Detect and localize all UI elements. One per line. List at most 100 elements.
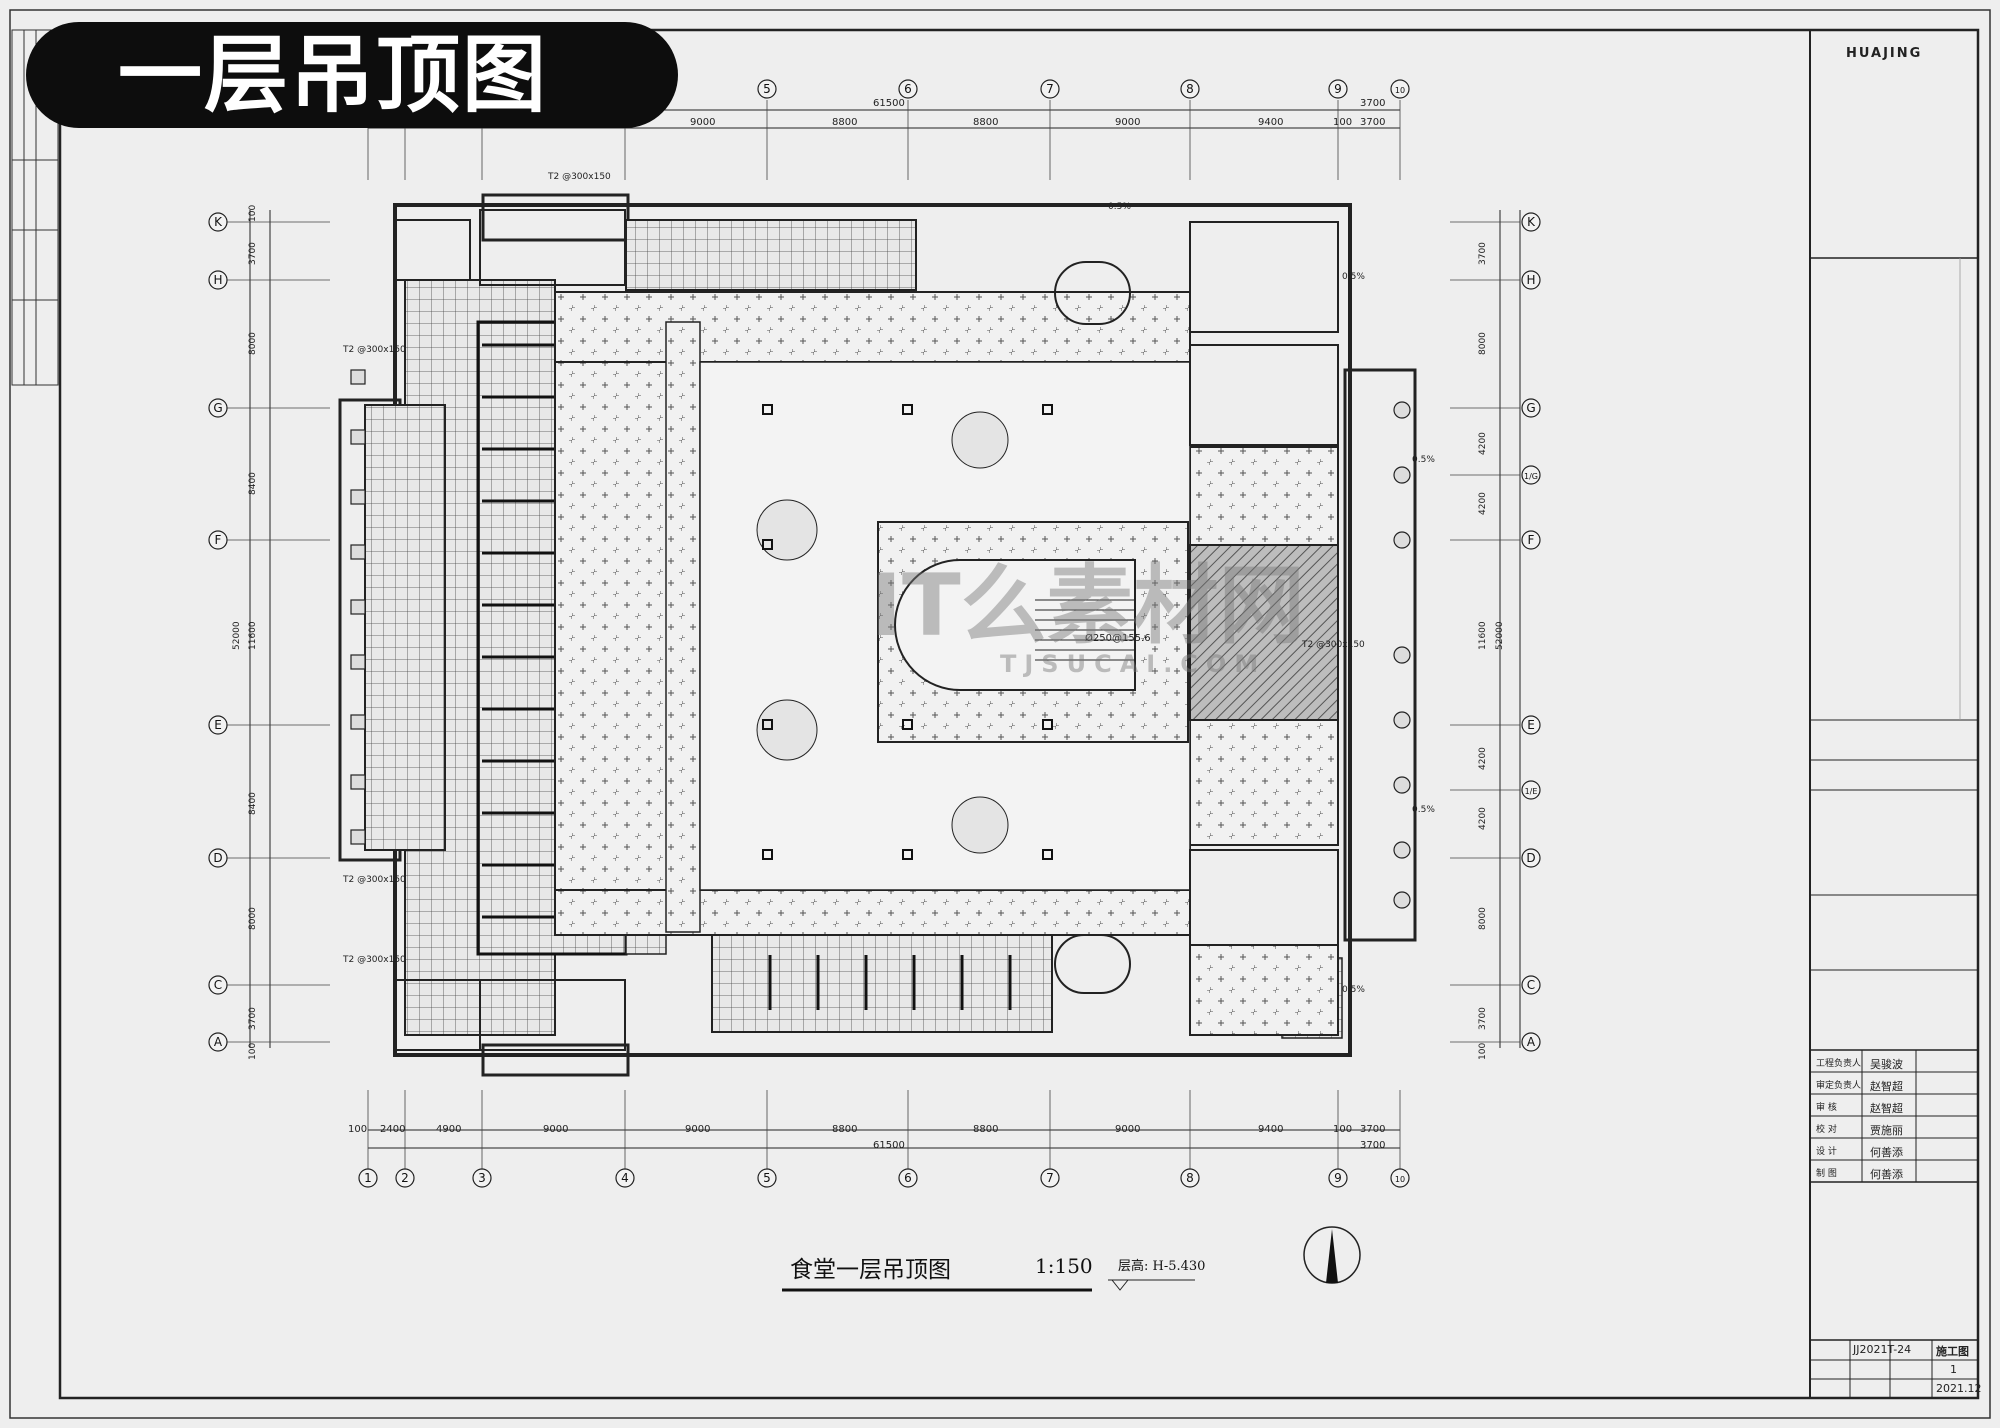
dim-bottom-span: 100: [348, 1124, 368, 1135]
axis-bubble-top-5-label: 5: [763, 82, 771, 96]
ceiling-note-label: Ø250@155.6: [1085, 633, 1151, 644]
axis-bubble-top-6-label: 6: [904, 82, 912, 96]
right-wing-rooms: [394, 209, 1339, 1051]
axis-bubble-bottom-4-label: 4: [621, 1171, 629, 1185]
axis-bubble-left-C: [208, 975, 228, 995]
signature-role-label: 审 核: [1816, 1103, 1837, 1113]
dim-top-right-total: 3700: [1360, 98, 1386, 109]
dim-right: 11600: [1478, 621, 1488, 650]
axis-bubble-bottom-10-label: 10: [1395, 1175, 1405, 1184]
dim-bottom-span: 8800: [832, 1124, 858, 1135]
dim-bottom-total: 61500: [873, 1140, 905, 1151]
axis-bubble-right-1-G-label: 1/G: [1524, 472, 1538, 481]
axis-bubble-top-8: [1180, 79, 1200, 99]
axis-bubble-left-F: [208, 530, 228, 550]
axis-bubble-top-9-label: 9: [1334, 82, 1342, 96]
round-fixtures: [756, 411, 1009, 854]
dim-right: 8000: [1478, 332, 1488, 355]
slope-label: 0.5%: [1342, 985, 1365, 995]
axis-bubble-top-10: [1390, 79, 1410, 99]
signature-role-label: 审定负责人: [1816, 1081, 1862, 1091]
dim-left: 8400: [248, 792, 258, 815]
axis-bubble-left-E: [208, 715, 228, 735]
axis-bubble-left-A-label: A: [214, 1035, 223, 1049]
dim-left: 8400: [248, 472, 258, 495]
dim-left: 11600: [248, 621, 258, 650]
axis-bubble-left-H: [208, 270, 228, 290]
axis-bubble-bottom-3: [472, 1168, 492, 1188]
signature-name-label: 何善添: [1870, 1146, 1903, 1159]
axis-bubble-bottom-6-label: 6: [904, 1171, 912, 1185]
axis-bubble-left-C-label: C: [214, 978, 222, 992]
slope-label: 0.5%: [1412, 455, 1435, 465]
dim-right: 4200: [1478, 432, 1488, 455]
signature-name-label: 赵智超: [1870, 1080, 1903, 1093]
dim-bottom-span: 9400: [1258, 1124, 1284, 1135]
axis-bubble-right-C-label: C: [1527, 978, 1535, 992]
signature-role-label: 设 计: [1816, 1147, 1837, 1157]
dim-top-total: 61500: [873, 98, 905, 109]
watermark-brand: IT么素材网: [870, 556, 1305, 656]
axis-bubble-bottom-10: [1390, 1168, 1410, 1188]
dim-bottom-span: 8800: [973, 1124, 999, 1135]
axis-bubble-left-F-label: F: [215, 533, 222, 547]
axis-bubble-left-H-label: H: [213, 273, 222, 287]
axis-bubble-bottom-1: [358, 1168, 378, 1188]
ceiling-spec-label: T2 @300x150: [343, 345, 406, 355]
dim-top-span: 8800: [832, 117, 858, 128]
dim-top-span: 9400: [1258, 117, 1284, 128]
level-marker-icon: [1108, 1279, 1195, 1291]
north-arrow-icon: [1303, 1226, 1361, 1284]
signature-role-label: 制 图: [1816, 1169, 1837, 1179]
title-block-sheet: 1: [1950, 1363, 1957, 1376]
axis-bubble-left-K-label: K: [214, 215, 223, 229]
dim-left: 8000: [248, 907, 258, 930]
axis-bubble-left-D-label: D: [213, 851, 222, 865]
axis-bubble-bottom-8-label: 8: [1186, 1171, 1194, 1185]
axis-bubble-right-D: [1521, 848, 1541, 868]
axis-bubble-bottom-4: [615, 1168, 635, 1188]
dim-right: 8000: [1478, 907, 1488, 930]
grid-axis-lines: [225, 100, 1520, 1170]
axis-bubble-top-9: [1328, 79, 1348, 99]
ceiling-spec-label: T2 @300x150: [548, 172, 611, 182]
axis-bubble-bottom-2-label: 2: [401, 1171, 409, 1185]
dim-top-span: 9000: [690, 117, 716, 128]
axis-bubble-top-8-label: 8: [1186, 82, 1194, 96]
title-block-frame: [1809, 30, 1978, 1398]
axis-bubble-right-C: [1521, 975, 1541, 995]
signature-name-label: 赵智超: [1870, 1102, 1903, 1115]
axis-bubble-left-E-label: E: [214, 718, 222, 732]
axis-bubble-left-G: [208, 398, 228, 418]
axis-bubble-right-A: [1521, 1032, 1541, 1052]
signature-role-label: 校 对: [1816, 1125, 1837, 1135]
ceiling-spec-label: T2 @300x150: [343, 955, 406, 965]
axis-bubble-right-K-label: K: [1527, 215, 1536, 229]
ceiling-spec-label: T2 @300x150: [1302, 640, 1365, 650]
dim-top-span: 100: [1333, 117, 1353, 128]
column-piers: [350, 369, 1411, 909]
dim-right: 4200: [1478, 807, 1488, 830]
signature-name-label: 吴骏波: [1870, 1058, 1903, 1071]
signature-role-label: 工程负责人: [1816, 1059, 1862, 1069]
dim-right: 4200: [1478, 492, 1488, 515]
axis-bubble-right-K: [1521, 212, 1541, 232]
axis-bubble-right-1-E-label: 1/E: [1525, 787, 1538, 796]
axis-bubble-top-6: [898, 79, 918, 99]
dim-bottom-right-total: 3700: [1360, 1140, 1386, 1151]
signature-name-label: 何善添: [1870, 1168, 1903, 1181]
axis-bubble-right-H-label: H: [1526, 273, 1535, 287]
square-fixtures: [762, 404, 1053, 860]
axis-bubble-right-D-label: D: [1526, 851, 1535, 865]
axis-bubble-left-K: [208, 212, 228, 232]
slope-label: 0.5%: [1108, 202, 1131, 212]
title-block-brand: HUAJING: [1846, 46, 1923, 61]
axis-bubble-bottom-2: [395, 1168, 415, 1188]
dim-left: 3700: [248, 1007, 258, 1030]
axis-bubble-bottom-7-label: 7: [1046, 1171, 1054, 1185]
axis-bubble-bottom-5-label: 5: [763, 1171, 771, 1185]
axis-bubble-bottom-5: [757, 1168, 777, 1188]
axis-bubble-top-7-label: 7: [1046, 82, 1054, 96]
